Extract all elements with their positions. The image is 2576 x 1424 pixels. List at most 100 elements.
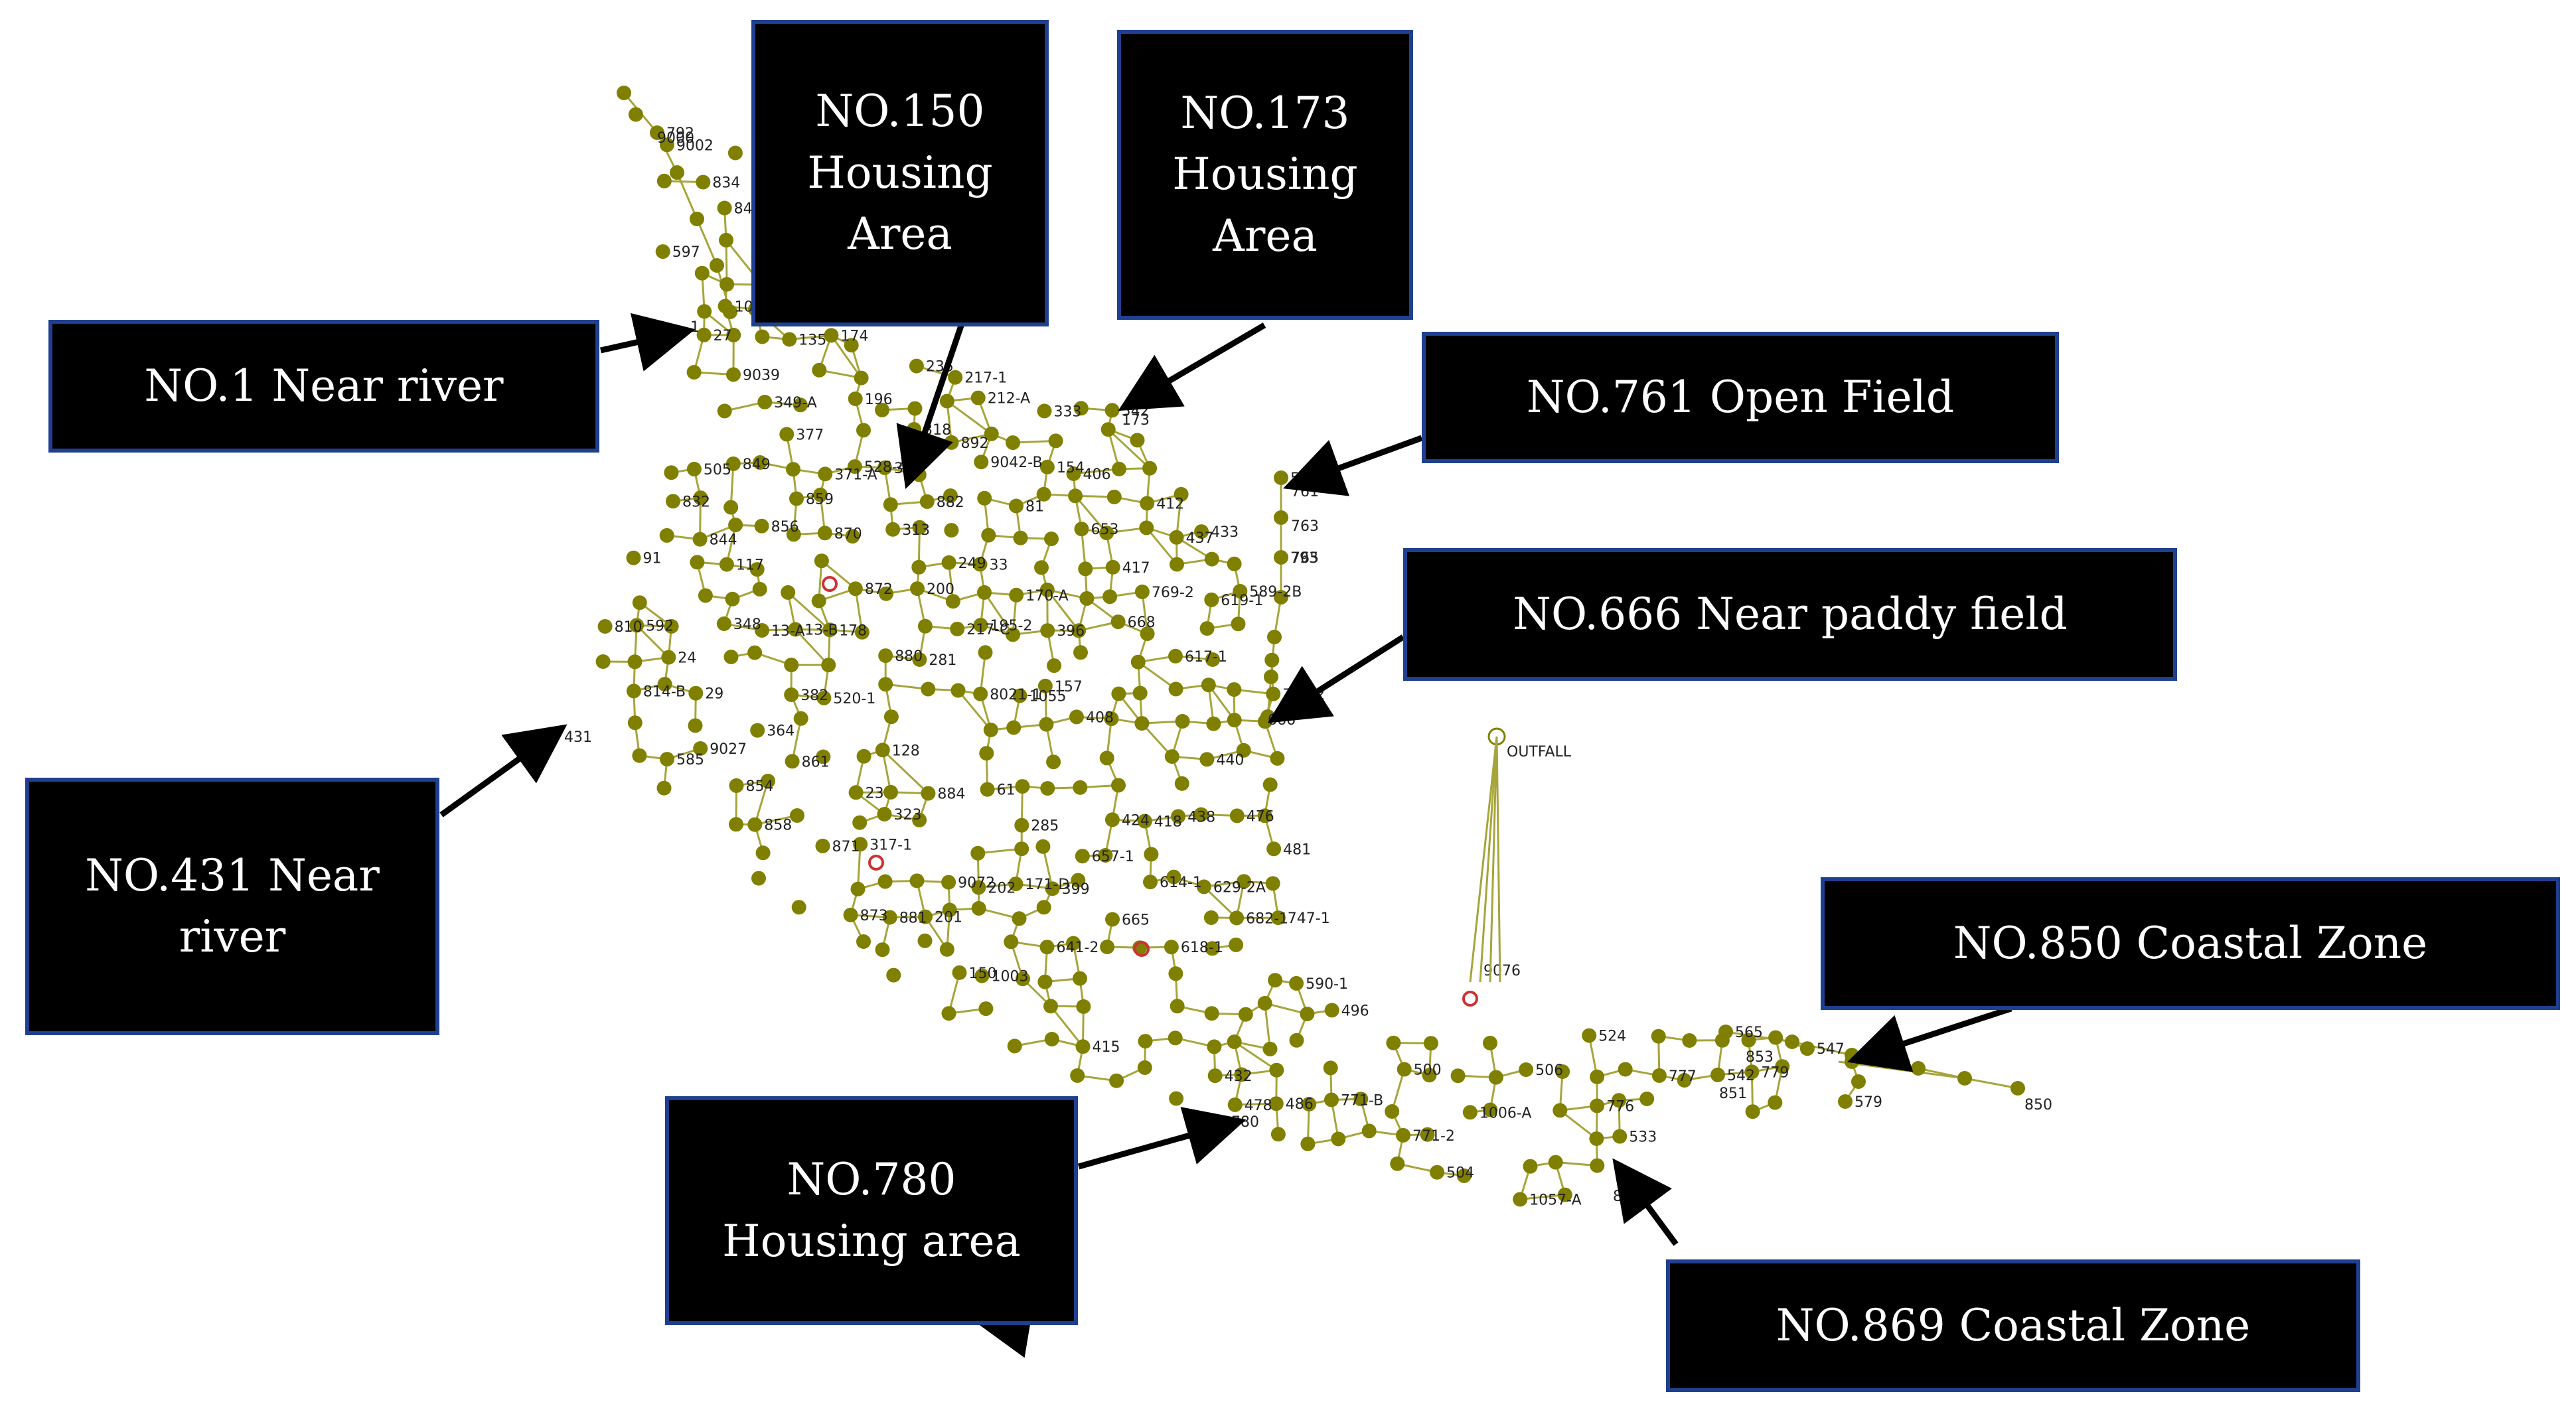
manhole-node: [656, 173, 672, 188]
manhole-node: [656, 780, 672, 796]
special-node: [1134, 941, 1150, 957]
node-label: 81: [1025, 499, 1044, 516]
manhole-node: [1037, 403, 1052, 419]
manhole-node: [729, 817, 743, 832]
node-label: 856: [771, 519, 799, 535]
node-label: 880: [895, 648, 923, 665]
manhole-node: [824, 328, 839, 343]
manhole-node: [1006, 720, 1022, 735]
manhole-node: [661, 650, 676, 665]
manhole-node: [1169, 530, 1184, 545]
manhole-node: [655, 244, 670, 259]
node-label: 9072: [958, 875, 995, 892]
node-label: 542: [1122, 403, 1150, 419]
manhole-node: [747, 645, 763, 660]
manhole-node: [1300, 1007, 1315, 1022]
manhole-node: [629, 618, 644, 633]
manhole-node: [1268, 1096, 1284, 1111]
manhole-node: [1768, 1095, 1783, 1110]
manhole-node: [1264, 652, 1280, 668]
manhole-node: [788, 622, 803, 637]
node-label: 431: [564, 729, 592, 746]
manhole-node: [848, 785, 864, 800]
manhole-node: [909, 358, 924, 374]
manhole-node: [755, 623, 769, 638]
manhole-node: [693, 741, 708, 756]
manhole-node: [973, 618, 988, 633]
node-label: 154: [1057, 460, 1085, 476]
manhole-node: [1073, 401, 1089, 416]
node-label: 13-A: [771, 623, 805, 640]
manhole-node: [822, 622, 838, 638]
manhole-node: [1037, 678, 1053, 693]
manhole-node: [875, 743, 890, 758]
node-label: 850: [2024, 1097, 2052, 1113]
node-label: 1003: [992, 969, 1029, 985]
node-label: 432: [1225, 1068, 1252, 1085]
manhole-node: [692, 532, 708, 547]
node-label: 849: [743, 457, 771, 473]
pipe-segment: [1520, 1194, 1565, 1200]
manhole-node: [950, 621, 965, 636]
manhole-node: [657, 677, 672, 692]
callout-arrow: [896, 320, 966, 490]
manhole-node: [1016, 971, 1030, 987]
manhole-node: [632, 748, 647, 763]
manhole-node: [1718, 1025, 1733, 1039]
node-labels: 900091900212427291011710113-A13513-B1741…: [564, 125, 2052, 1208]
manhole-node: [877, 460, 892, 475]
manhole-node: [626, 550, 641, 565]
node-label: 348: [733, 616, 761, 633]
manhole-node: [907, 422, 922, 437]
node-label: 641-2: [1057, 940, 1099, 956]
manhole-node: [660, 752, 674, 767]
manhole-node: [912, 520, 927, 535]
manhole-node: [856, 423, 871, 438]
manhole-node: [790, 808, 804, 823]
manhole-node: [816, 690, 832, 705]
manhole-node: [747, 817, 763, 832]
manhole-node: [1618, 1062, 1633, 1077]
manhole-node: [1768, 1030, 1783, 1045]
node-label: 212-A: [988, 391, 1031, 407]
manhole-node: [1274, 590, 1288, 605]
manhole-node: [1397, 1062, 1412, 1077]
node-label: 23: [866, 785, 884, 802]
pipe-segment: [1559, 1109, 1598, 1140]
manhole-node: [1331, 1131, 1346, 1147]
manhole-node: [812, 362, 827, 378]
manhole-node: [595, 654, 611, 669]
node-label: 765: [1291, 550, 1319, 567]
manhole-node: [1040, 623, 1055, 638]
node-label: 174: [840, 328, 868, 344]
node-label: 349-A: [774, 395, 817, 411]
node-label: 196: [865, 392, 893, 408]
node-label: 418: [1154, 814, 1182, 831]
manhole-node: [696, 175, 711, 190]
manhole-node: [664, 618, 679, 634]
manhole-node: [817, 526, 832, 541]
manhole-node: [1164, 940, 1179, 955]
manhole-node: [1104, 711, 1119, 727]
node-label: 9076: [1483, 963, 1521, 979]
manhole-node: [1109, 1073, 1124, 1088]
manhole-node: [1007, 1038, 1022, 1054]
callout-no1: NO.1 Near river: [48, 320, 599, 453]
manhole-node: [1257, 995, 1272, 1011]
manhole-node: [974, 455, 989, 470]
manhole-node: [939, 942, 954, 957]
manhole-node: [1523, 1159, 1538, 1174]
manhole-node: [1100, 422, 1116, 437]
manhole-node: [1548, 1155, 1563, 1170]
manhole-node: [1014, 818, 1029, 833]
node-label: 542: [1727, 1068, 1755, 1084]
manhole-node: [1744, 1064, 1760, 1080]
manhole-node: [1073, 645, 1088, 660]
manhole-node: [1911, 1061, 1926, 1076]
manhole-node: [1612, 1093, 1627, 1108]
manhole-node: [1071, 873, 1086, 888]
node-label: 9000: [657, 130, 694, 147]
pipe-segment: [1107, 429, 1151, 469]
manhole-node: [1166, 869, 1181, 885]
